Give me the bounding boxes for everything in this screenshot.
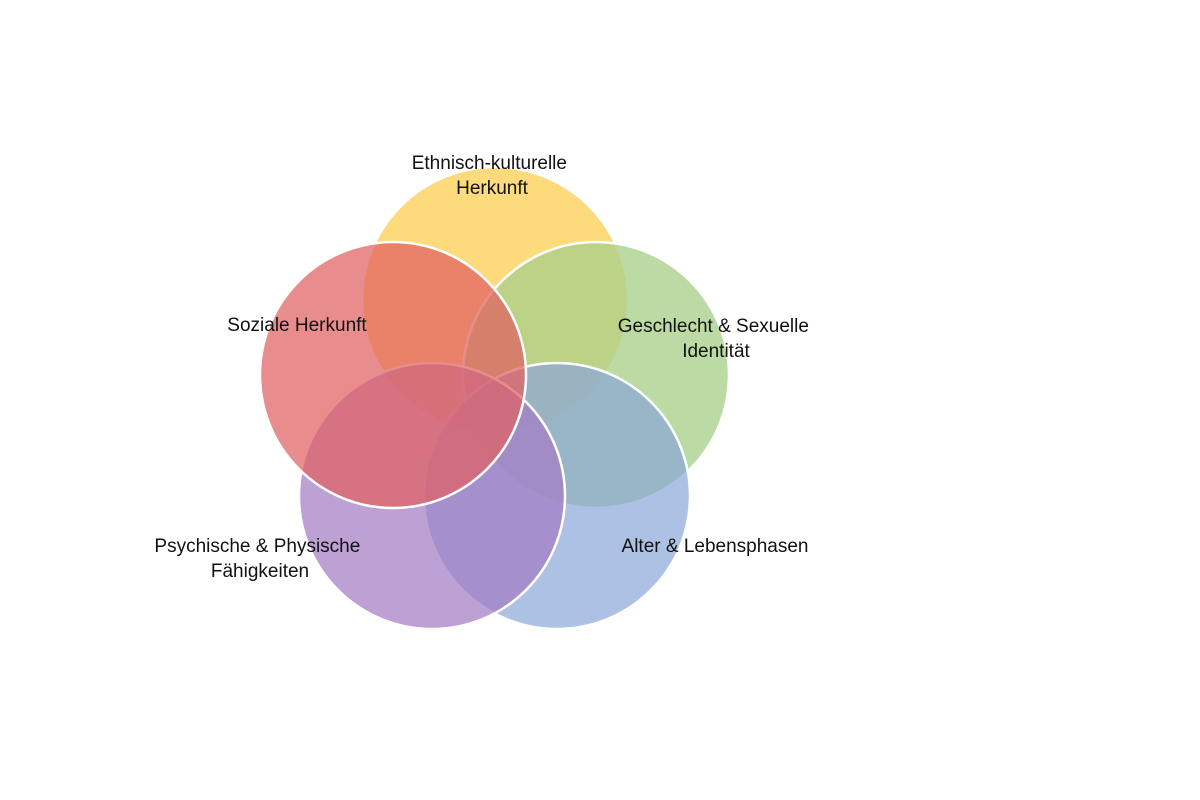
label-social-line-1: Soziale Herkunft bbox=[227, 315, 367, 336]
label-gender: Geschlecht & Sexuelle Identität bbox=[618, 316, 814, 362]
label-ethnic: Ethnisch-kulturelle Herkunft bbox=[412, 153, 573, 199]
label-age-line-1: Alter & Lebensphasen bbox=[622, 536, 809, 557]
label-age: Alter & Lebensphasen bbox=[622, 536, 809, 557]
label-ability: Psychische & Physische Fähigkeiten bbox=[154, 536, 365, 582]
circle-social bbox=[258, 240, 528, 510]
label-ability-line-1: Psychische & Physische bbox=[154, 536, 360, 557]
label-gender-line-2: Identität bbox=[682, 341, 750, 362]
label-gender-line-1: Geschlecht & Sexuelle bbox=[618, 316, 809, 337]
label-ethnic-line-2: Herkunft bbox=[456, 178, 529, 199]
label-ethnic-line-1: Ethnisch-kulturelle bbox=[412, 153, 567, 174]
labels-group: Ethnisch-kulturelle Herkunft Geschlecht … bbox=[154, 153, 814, 582]
label-social: Soziale Herkunft bbox=[227, 315, 367, 336]
label-ability-line-2: Fähigkeiten bbox=[211, 561, 309, 582]
circles-group bbox=[258, 165, 731, 631]
